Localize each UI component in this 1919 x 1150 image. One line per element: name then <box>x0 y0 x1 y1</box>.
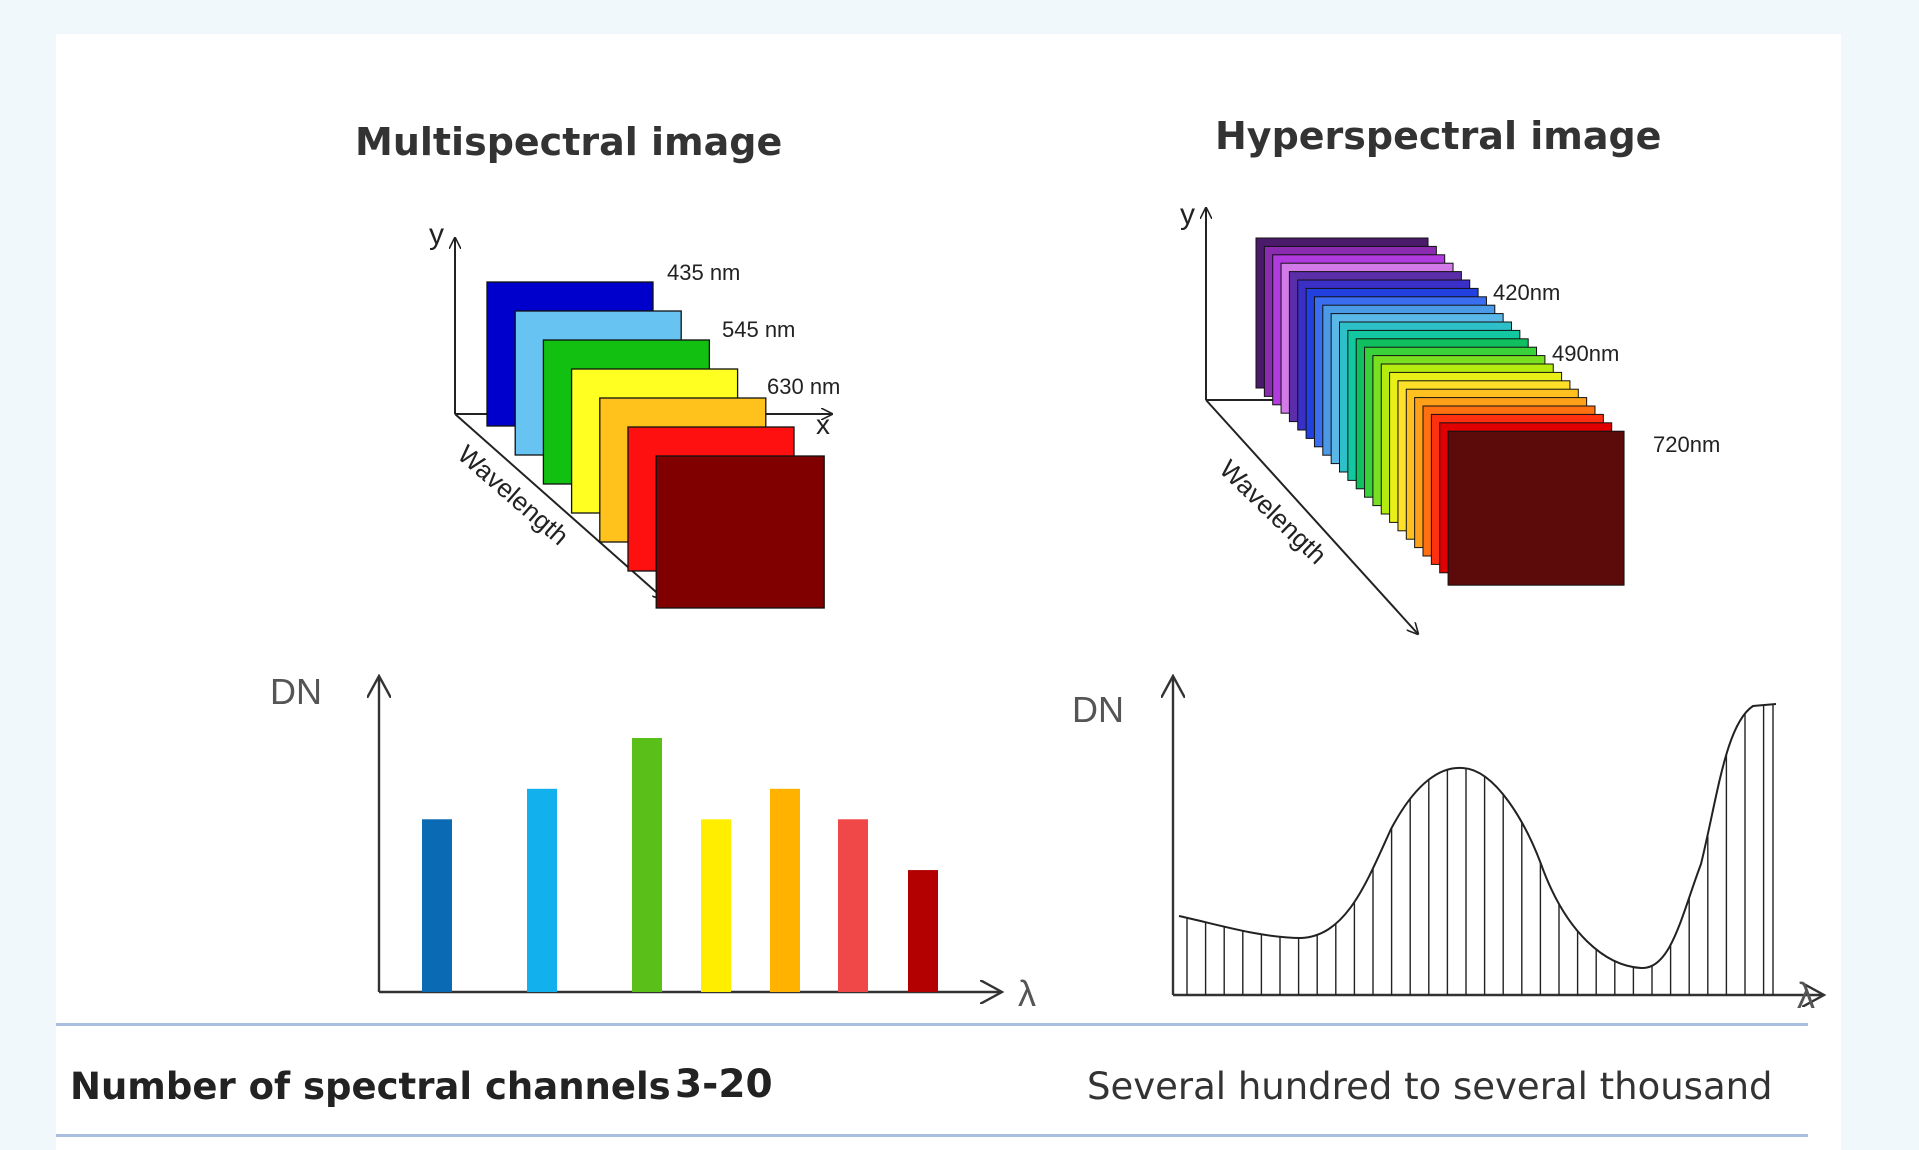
hyper-channel-count: Several hundred to several thousand <box>1087 1065 1773 1108</box>
multi-band-plane <box>655 455 825 609</box>
hyper-sample-lines <box>1186 704 1774 995</box>
hyperspectral-cube: y x Wavelength 420nm 490nm 720nm <box>1180 198 1720 634</box>
channels-label: Number of spectral channels <box>70 1065 671 1108</box>
multi-bars <box>422 738 938 992</box>
hyper-spectrum-curve <box>1178 703 1777 970</box>
spectral-bar <box>770 788 800 992</box>
hyper-wavelength-axis <box>1205 399 1418 634</box>
footer-bottom-rule <box>56 1134 1808 1137</box>
hyper-band-label-3: 720nm <box>1653 432 1720 457</box>
hyperspectral-dn-chart: DN λ <box>1072 676 1824 1016</box>
comparison-diagram: y x Wavelength 435 nm 545 nm 630 nm y x … <box>270 198 1841 1016</box>
multi-band-label-3: 630 nm <box>767 374 840 399</box>
multi-y-axis-label: y <box>429 218 444 251</box>
multi-dn-label: DN <box>270 671 322 712</box>
footer-top-rule <box>56 1023 1808 1026</box>
multi-band-planes <box>486 281 825 609</box>
spectral-bar <box>701 819 731 992</box>
multi-band-label-2: 545 nm <box>722 317 795 342</box>
hyper-dn-label: DN <box>1072 689 1124 730</box>
hyperspectral-title: Hyperspectral image <box>1215 114 1662 158</box>
spectral-bar <box>908 870 938 992</box>
multispectral-title: Multispectral image <box>355 120 783 164</box>
spectral-bar <box>422 819 452 992</box>
multi-channel-count: 3-20 <box>675 1062 773 1107</box>
hyper-lambda-label: λ <box>1797 975 1815 1016</box>
hyper-band-label-1: 420nm <box>1493 280 1560 305</box>
multispectral-cube: y x Wavelength 435 nm 545 nm 630 nm <box>429 218 840 609</box>
hyper-y-axis-label: y <box>1180 198 1195 231</box>
spectral-bar <box>838 819 868 992</box>
spectral-bar <box>632 738 662 992</box>
multi-band-label-1: 435 nm <box>667 260 740 285</box>
multi-x-axis-label: x <box>816 409 830 440</box>
multi-lambda-label: λ <box>1018 973 1036 1014</box>
spectral-bar <box>527 788 557 992</box>
hyper-band-label-2: 490nm <box>1552 341 1619 366</box>
hyper-wavelength-label: Wavelength <box>1214 454 1333 570</box>
hyper-band-planes <box>1255 237 1625 586</box>
multispectral-dn-chart: DN λ <box>270 671 1036 1014</box>
comparison-card: y x Wavelength 435 nm 545 nm 630 nm y x … <box>56 34 1841 1150</box>
hyper-band-plane <box>1447 430 1625 586</box>
